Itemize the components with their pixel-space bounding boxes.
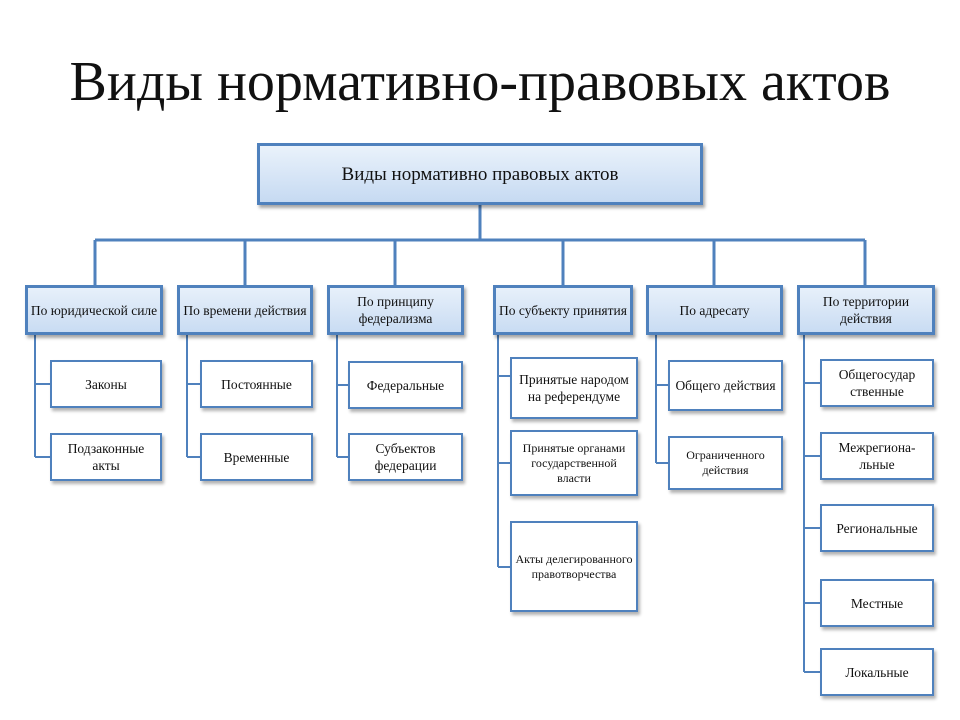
- item-referendum: Принятые народом на референдуме: [510, 357, 638, 419]
- category-time: По времени действия: [177, 285, 313, 335]
- root-node: Виды нормативно правовых актов: [257, 143, 703, 205]
- category-addressee: По адресату: [646, 285, 783, 335]
- category-territory: По территории действия: [797, 285, 935, 335]
- item-limited-action: Ограниченного действия: [668, 436, 783, 490]
- item-laws: Законы: [50, 360, 162, 408]
- item-local-municipal: Местные: [820, 579, 934, 627]
- item-federation-subjects: Субъектов федерации: [348, 433, 463, 481]
- category-legal-force: По юридической силе: [25, 285, 163, 335]
- item-general-action: Общего действия: [668, 360, 783, 411]
- item-federal: Федеральные: [348, 361, 463, 409]
- slide-title: Виды нормативно-правовых актов: [69, 51, 891, 113]
- category-federalism: По принципу федерализма: [327, 285, 464, 335]
- item-temporary: Временные: [200, 433, 313, 481]
- item-permanent: Постоянные: [200, 360, 313, 408]
- item-nationwide: Общегосудар ственные: [820, 359, 934, 407]
- item-state-bodies: Принятые органами государственной власти: [510, 430, 638, 496]
- item-interregional: Межрегиона-льные: [820, 432, 934, 480]
- category-adopting-subject: По субъекту принятия: [493, 285, 633, 335]
- item-local: Локальные: [820, 648, 934, 696]
- item-regional: Региональные: [820, 504, 934, 552]
- item-bylaws: Подзаконные акты: [50, 433, 162, 481]
- item-delegated-lawmaking: Акты делегированного правотворчества: [510, 521, 638, 612]
